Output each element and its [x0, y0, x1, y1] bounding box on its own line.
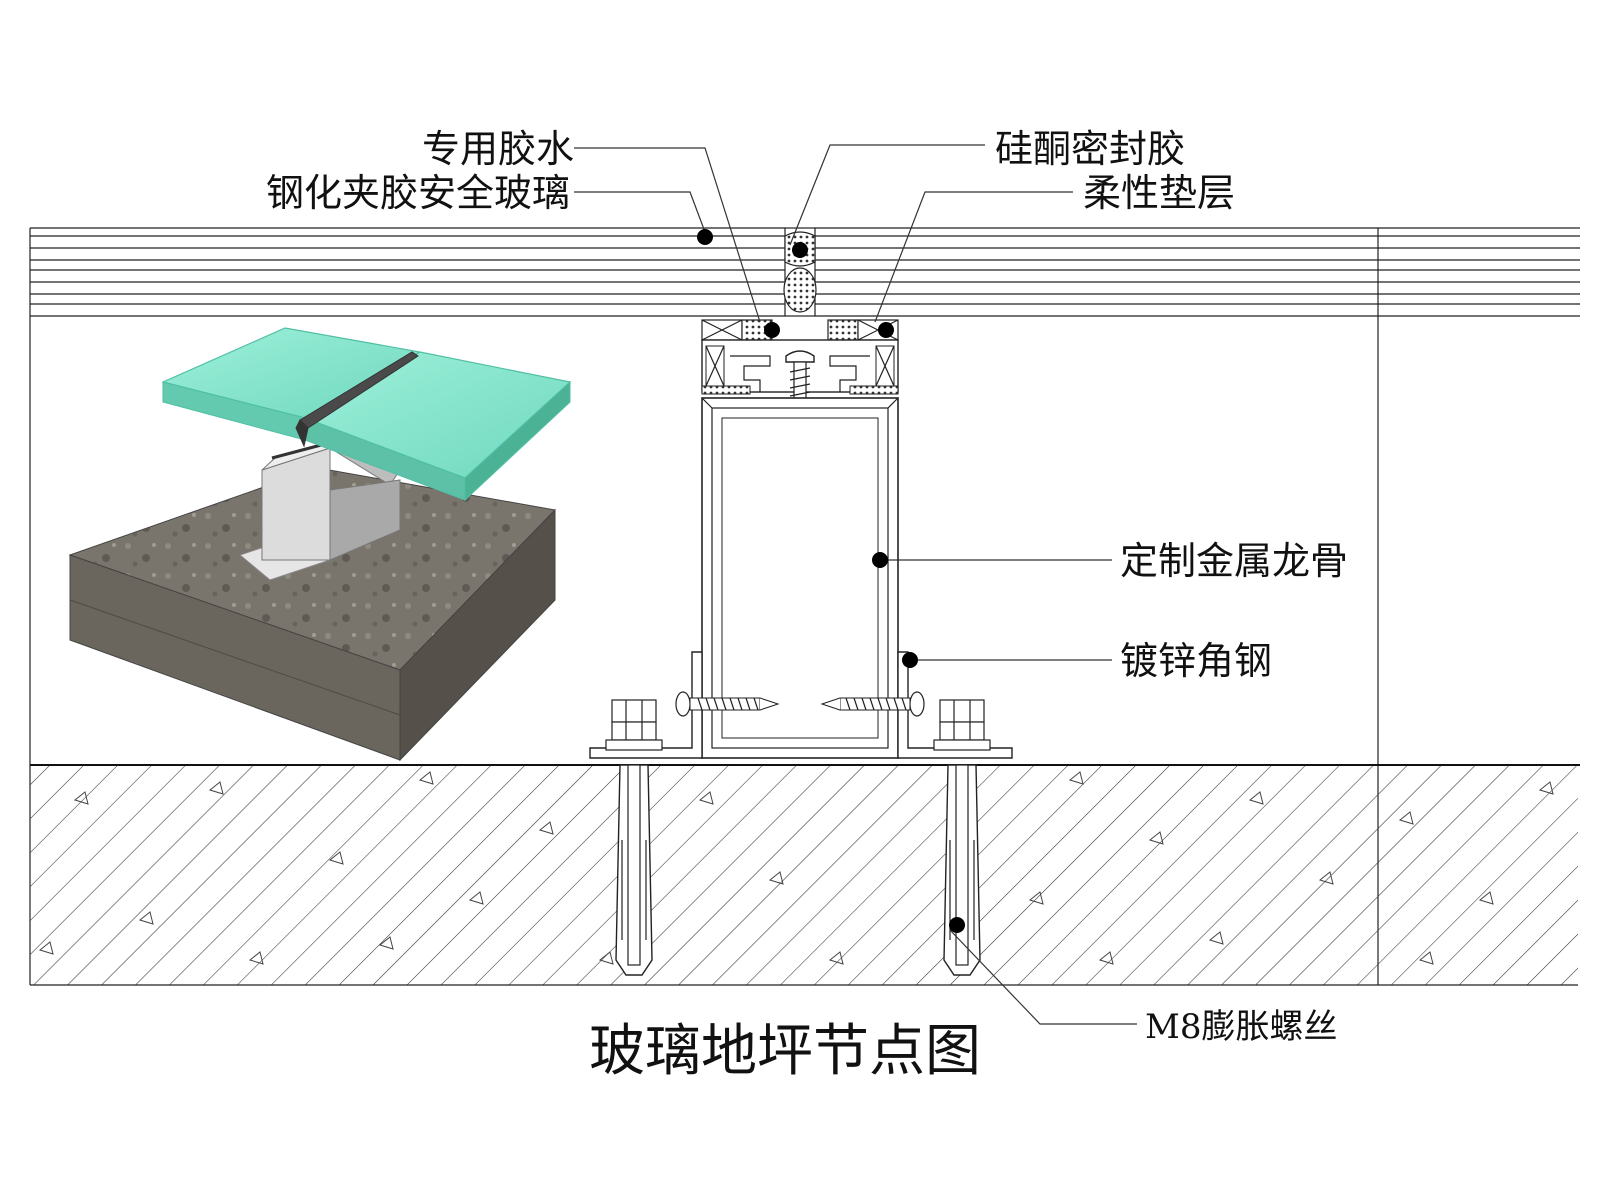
glass-layers — [30, 227, 1580, 317]
label-laminated-glass: 钢化夹胶安全玻璃 — [266, 171, 570, 215]
galvanized-angle-steel — [589, 651, 1013, 759]
label-expansion-bolt: M8膨胀螺丝 — [1145, 1007, 1337, 1047]
isometric-illustration — [68, 327, 572, 762]
dot-silicone-sealant — [792, 242, 808, 258]
silicone-sealant-joint — [783, 227, 817, 317]
dot-custom-keel — [872, 552, 888, 568]
dot-special-glue — [764, 322, 780, 338]
dot-galvanized-angle — [902, 652, 918, 668]
diagram-title: 玻璃地坪节点图 — [589, 1019, 981, 1084]
label-special-glue: 专用胶水 — [422, 127, 574, 171]
label-custom-keel: 定制金属龙骨 — [1120, 539, 1348, 583]
expansion-bolt-left — [605, 699, 663, 976]
side-screws — [675, 691, 925, 717]
flexible-pads — [701, 319, 899, 341]
dot-laminated-glass — [697, 229, 713, 245]
leader-lines — [574, 144, 1137, 1025]
dot-expansion-bolt — [949, 917, 965, 933]
dot-flexible-pad — [878, 322, 894, 338]
label-galvanized-angle: 镀锌角钢 — [1120, 639, 1272, 683]
label-flexible-pad: 柔性垫层 — [1083, 171, 1235, 215]
label-silicone-sealant: 硅酮密封胶 — [995, 127, 1185, 171]
keel-3d — [261, 437, 401, 561]
callout-dots — [697, 229, 965, 933]
glass-panels-3d — [161, 327, 572, 502]
concrete-slab — [30, 764, 1580, 986]
